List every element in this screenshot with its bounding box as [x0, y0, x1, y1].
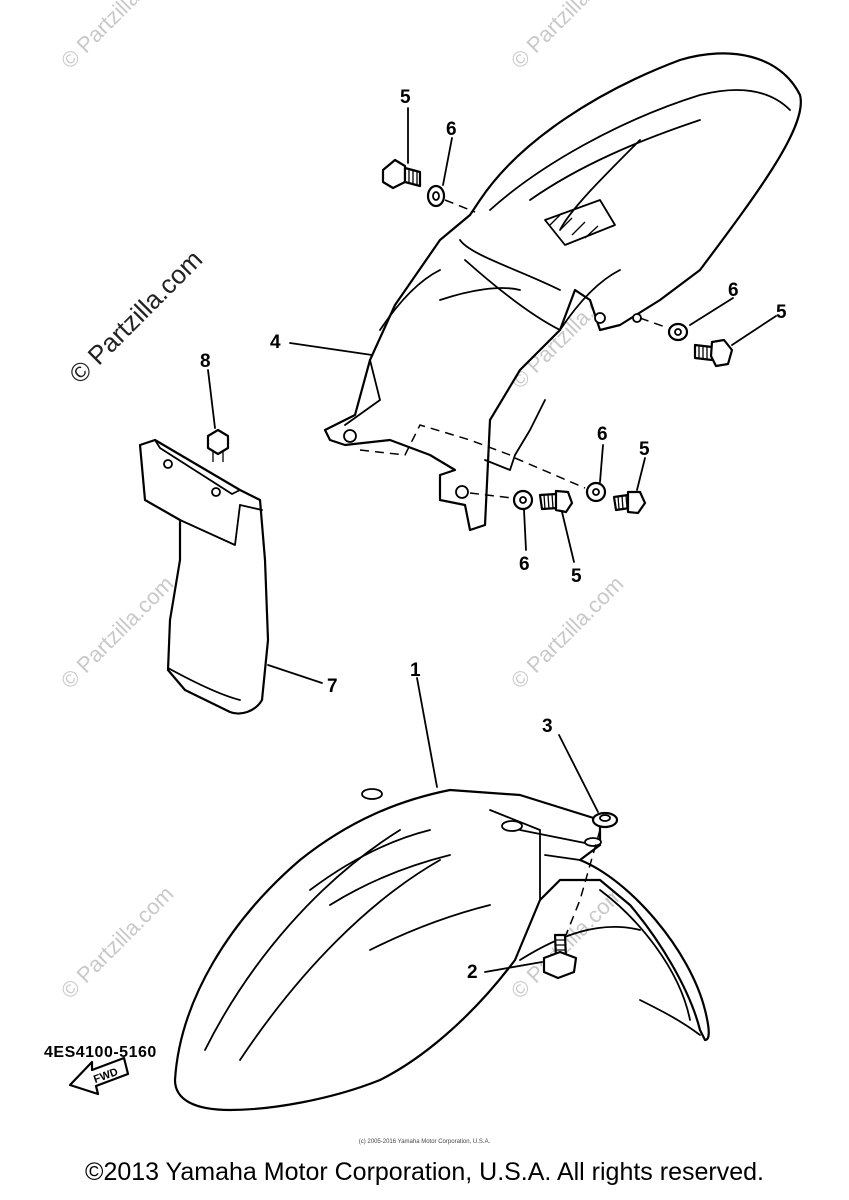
callout-4: 4 [270, 332, 281, 353]
callout-6: 6 [446, 119, 457, 140]
collar-6-top [426, 184, 446, 208]
watermark: © Partzilla.com [506, 571, 629, 694]
copyright-notice: ©2013 Yamaha Motor Corporation, U.S.A. A… [85, 1158, 764, 1186]
bolt-5-lower-left [538, 489, 574, 514]
callout-5: 5 [400, 87, 411, 108]
callout-6: 6 [728, 280, 739, 301]
callout-5: 5 [639, 439, 650, 460]
bolt-2 [542, 933, 578, 980]
watermark: © Partzilla.com [506, 0, 629, 74]
mud-flap-part-7 [138, 438, 270, 715]
forward-arrow: FWD [68, 1056, 130, 1096]
callout-8: 8 [200, 351, 211, 372]
callout-6: 6 [519, 554, 530, 575]
callout-5: 5 [571, 566, 582, 587]
watermark: © Partzilla.com [56, 571, 179, 694]
bolt-5-right [693, 338, 734, 368]
callouts: 5 6 6 5 4 8 6 5 6 5 7 1 3 2 [200, 87, 787, 983]
bolt-5-lower-right [612, 490, 647, 515]
watermark: © Partzilla.com [56, 881, 179, 1004]
bolt-5-top [381, 158, 422, 190]
callout-3: 3 [542, 716, 553, 737]
watermark-main: © Partzilla.com [63, 244, 208, 389]
callout-2: 2 [467, 962, 478, 983]
tiny-notice: (c) 2005-2016 Yamaha Motor Corporation, … [358, 1139, 491, 1145]
leader-lines [207, 107, 777, 973]
collar-6-lower-right [585, 481, 607, 503]
callout-6: 6 [597, 424, 608, 445]
watermark: © Partzilla.com [56, 0, 179, 74]
grommet-3 [591, 811, 619, 829]
collar-6-lower-left [512, 489, 534, 511]
collar-6-right [667, 322, 689, 342]
bolt-8 [206, 428, 230, 462]
callout-1: 1 [410, 660, 421, 681]
rear-fender-part-4 [323, 52, 802, 532]
fasteners-part-4 [381, 158, 734, 515]
callout-7: 7 [327, 676, 338, 697]
diagram-code: 4ES4100-5160 [44, 1044, 157, 1061]
front-fender-part-1 [173, 788, 710, 1112]
callout-5: 5 [776, 302, 787, 323]
